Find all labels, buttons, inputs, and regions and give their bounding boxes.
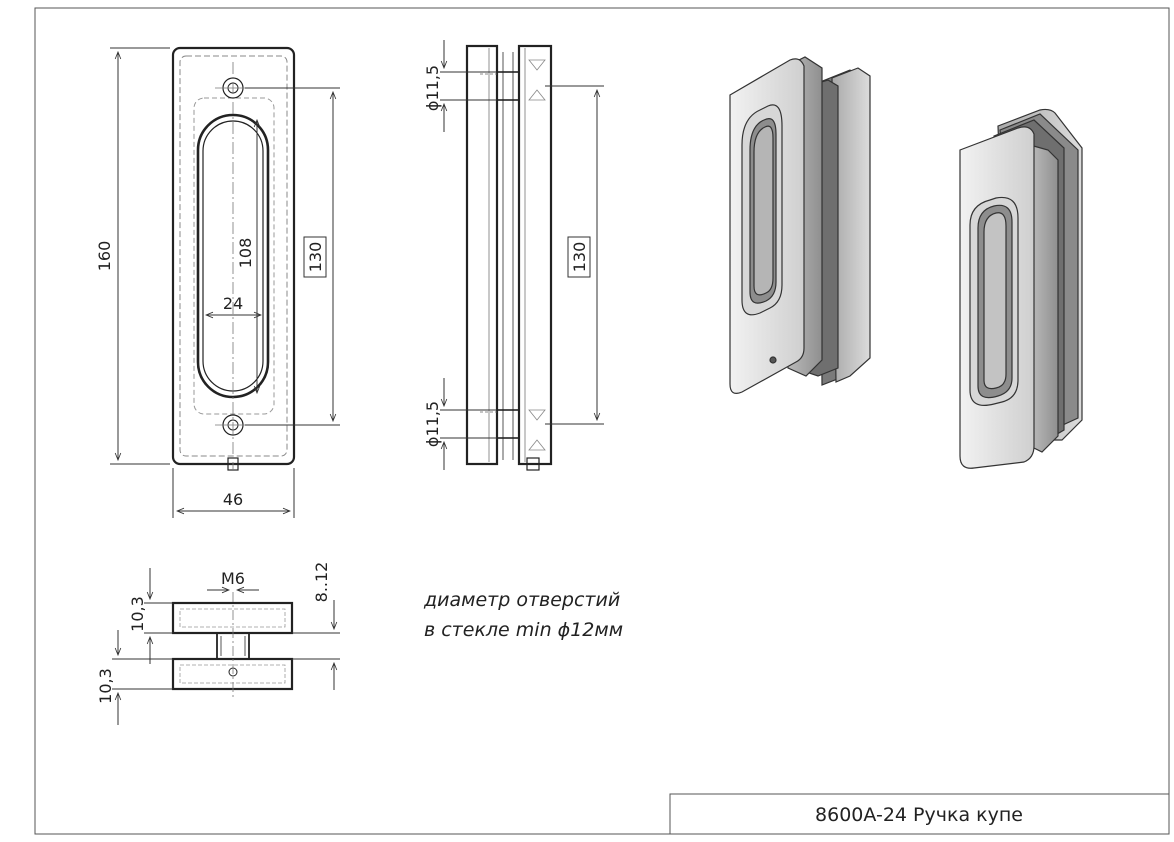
front-view <box>171 46 296 471</box>
bottom-dimensions <box>112 568 340 725</box>
side-view <box>465 44 553 471</box>
side-stud-bottom <box>496 409 520 439</box>
dim-46-label: 46 <box>223 490 243 509</box>
handle-inner-edge <box>179 55 288 457</box>
dim-10-3-top-label: 10,3 <box>128 596 147 632</box>
dim-108-label: 108 <box>236 238 255 269</box>
handle-outline <box>171 46 296 466</box>
dim-24-label: 24 <box>223 294 243 313</box>
side-dimensions <box>440 40 604 470</box>
dim-side-130-label: 130 <box>570 242 589 273</box>
side-stud-top <box>496 71 520 101</box>
side-right-plate <box>517 44 553 466</box>
dim-130-label: 130 <box>306 242 325 273</box>
side-set-screw <box>526 457 540 471</box>
dim-m6-label: M6 <box>221 569 245 588</box>
bottom-view <box>171 592 294 700</box>
title-block <box>669 793 1170 835</box>
dim-glass-label: 8..12 <box>312 562 331 603</box>
dim-160-label: 160 <box>95 241 114 272</box>
dim-phi-bottom-label: ϕ11,5 <box>423 401 442 447</box>
title-text: 8600A-24 Ручка купе <box>815 804 1023 826</box>
front-dimensions <box>110 47 340 518</box>
iso-view-1 <box>729 56 871 394</box>
recess-outline <box>193 97 275 415</box>
note-line-1: диаметр отверстий <box>423 589 620 611</box>
dim-phi-top-label: ϕ11,5 <box>423 65 442 111</box>
side-left-plate <box>465 44 499 466</box>
bottom-top-plate <box>171 601 294 635</box>
dim-10-3-bottom-label: 10,3 <box>96 668 115 704</box>
dim-130-box <box>303 236 327 278</box>
sheet-frame <box>34 7 1170 835</box>
iso-view-2 <box>959 108 1083 469</box>
note-line-2: в стекле min ϕ12мм <box>424 619 623 641</box>
bottom-lower-plate <box>171 657 294 691</box>
dim-side-130-box <box>567 236 591 278</box>
